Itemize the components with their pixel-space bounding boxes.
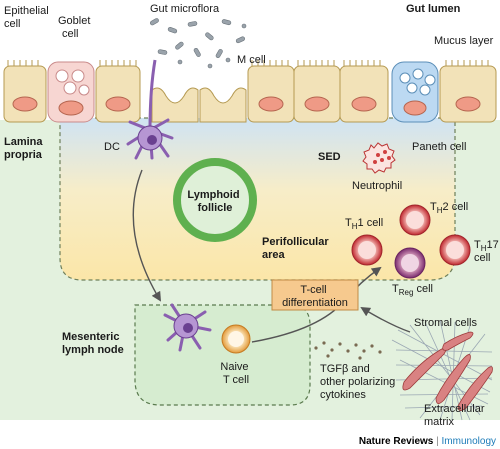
lymphoid-follicle [173,158,257,242]
paneth-cell [391,61,439,123]
neutrophil [362,142,396,174]
mesenteric-lymph-node-label: Mesenteric lymph node [62,331,124,356]
mesenteric-lymph-node-region [134,304,311,406]
bacteria-icon [149,18,247,69]
gut-lumen-label: Gut lumen [406,3,461,15]
journal-section: Immunology [442,436,496,447]
treg-cell-label: TReg cell [392,283,433,297]
goblet-cell [47,61,95,123]
m-cell [151,87,247,123]
th17-cell-label-line2: cell [474,252,491,264]
sed-label: SED [318,151,341,163]
cytokine-arrow [360,306,411,333]
journal-credit: Nature Reviews | Immunology [359,436,496,447]
dendritic-cell [126,59,174,160]
neutrophil-label: Neutrophil [352,180,402,192]
dc-label: DC [104,141,120,153]
dc-migration-arrow [132,169,162,302]
epithelial-cell-label: Epithelial cell [4,5,52,30]
stromal-cells [402,331,493,411]
th17-cell [439,234,471,266]
extracellular-matrix-label: Extracellular matrix [424,403,488,428]
gut-microflora-label: Gut microflora [150,3,220,15]
cytokines-label: TGFβ and other polarizing cytokines [320,363,398,401]
treg-cell [394,247,426,279]
naive-t-cell-label: Naive T cell [220,361,251,386]
th2-cell-label: TH2 cell [430,201,468,215]
cytokine-dots [314,341,382,360]
perifollicular-area-label: Perifollicular area [262,236,332,261]
lymphoid-follicle-label: Lymphoid follicle [187,189,242,214]
t-cell-differentiation-label: T-cell differentiation [282,284,348,309]
th1-cell [351,234,383,266]
t-cell-differentiation-box [271,279,359,311]
th1-cell-label: TH1 cell [345,217,383,231]
th17-cell-label: TH17 [474,239,499,253]
mucus-layer-label: Mucus layer [434,35,494,47]
goblet-cell-label: Goblet cell [58,15,93,40]
lamina-propria-label: Lamina propria [4,136,46,161]
epithelium-layer [3,65,497,123]
microvilli [7,60,489,66]
naive-t-cell [221,324,251,354]
paneth-cell-label: Paneth cell [412,141,466,153]
stromal-cells-label: Stromal cells [414,317,477,329]
m-cell-label: M cell [237,54,266,66]
journal-name: Nature Reviews [359,436,434,447]
nucleus-icon [12,96,38,112]
th2-cell [399,204,431,236]
dc-in-lymph-node [163,303,212,352]
